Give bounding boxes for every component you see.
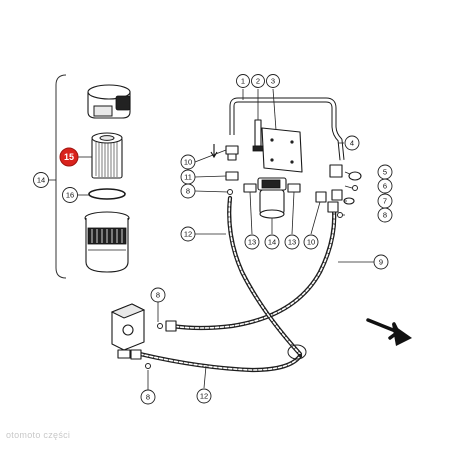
hose-12-upper <box>227 195 303 357</box>
svg-text:12: 12 <box>200 392 208 401</box>
hose-end <box>130 349 142 360</box>
callout-8-mid: 8 <box>180 183 196 199</box>
svg-text:6: 6 <box>383 182 387 191</box>
callout-6: 6 <box>377 178 393 194</box>
svg-text:5: 5 <box>383 168 387 177</box>
callout-15-highlight: 15 <box>59 147 79 167</box>
svg-text:2: 2 <box>256 77 260 86</box>
callout-8-bottom: 8 <box>140 389 156 405</box>
svg-text:11: 11 <box>184 173 192 182</box>
bolt <box>254 119 262 147</box>
seal <box>337 212 343 218</box>
callout-10-right: 10 <box>303 234 319 250</box>
mounting-plate <box>261 127 303 173</box>
hose-9 <box>169 207 337 331</box>
callout-14-right: 14 <box>264 234 280 250</box>
svg-text:8: 8 <box>383 211 387 220</box>
svg-text:3: 3 <box>271 77 275 86</box>
callout-13-left: 13 <box>244 234 260 250</box>
callout-10-left: 10 <box>180 154 196 170</box>
arrow-head <box>392 324 412 346</box>
callout-12-upper: 12 <box>180 226 196 242</box>
callout-9: 9 <box>373 254 389 270</box>
inline-filter <box>257 177 287 219</box>
group-bracket <box>55 74 67 279</box>
svg-text:8: 8 <box>156 291 160 300</box>
svg-text:4: 4 <box>350 139 354 148</box>
callout-14-group: 14 <box>33 172 49 188</box>
watermark: otomoto części <box>6 430 71 440</box>
filter-element <box>91 132 123 179</box>
svg-text:7: 7 <box>383 197 387 206</box>
filter-bowl <box>84 211 130 273</box>
elbow-fitting-right <box>287 183 301 193</box>
pump-housing <box>110 303 146 359</box>
elbow-fitting <box>243 183 257 193</box>
callout-8-right: 8 <box>377 207 393 223</box>
svg-text:8: 8 <box>146 393 150 402</box>
svg-text:13: 13 <box>248 238 256 247</box>
hose-end <box>327 201 339 213</box>
callout-3: 3 <box>266 74 280 88</box>
leader-lines <box>147 88 374 390</box>
callout-8-lower: 8 <box>150 287 166 303</box>
seal <box>227 189 233 195</box>
svg-text:8: 8 <box>186 187 190 196</box>
svg-text:13: 13 <box>288 238 296 247</box>
svg-text:9: 9 <box>379 258 383 267</box>
svg-text:16: 16 <box>66 191 74 200</box>
seal <box>157 323 163 329</box>
callout-12-lower: 12 <box>196 388 212 404</box>
filter-head <box>87 84 131 119</box>
banjo-fitting <box>315 164 362 205</box>
callout-1: 1 <box>236 74 250 88</box>
union-fitting <box>225 145 239 181</box>
hose-clamp <box>287 344 307 360</box>
hose-end <box>165 320 177 332</box>
svg-text:10: 10 <box>307 238 315 247</box>
callout-4: 4 <box>344 135 360 151</box>
svg-text:10: 10 <box>184 158 192 167</box>
svg-text:1: 1 <box>241 77 245 86</box>
callout-16: 16 <box>62 187 78 203</box>
svg-text:14: 14 <box>37 176 45 185</box>
callout-7: 7 <box>377 193 393 209</box>
seal <box>145 363 151 369</box>
svg-text:14: 14 <box>268 238 276 247</box>
callout-13-right: 13 <box>284 234 300 250</box>
svg-text:15: 15 <box>64 152 74 162</box>
callout-5: 5 <box>377 164 393 180</box>
callout-11: 11 <box>180 169 196 185</box>
svg-text:12: 12 <box>184 230 192 239</box>
callout-2: 2 <box>251 74 265 88</box>
o-ring <box>88 188 126 200</box>
